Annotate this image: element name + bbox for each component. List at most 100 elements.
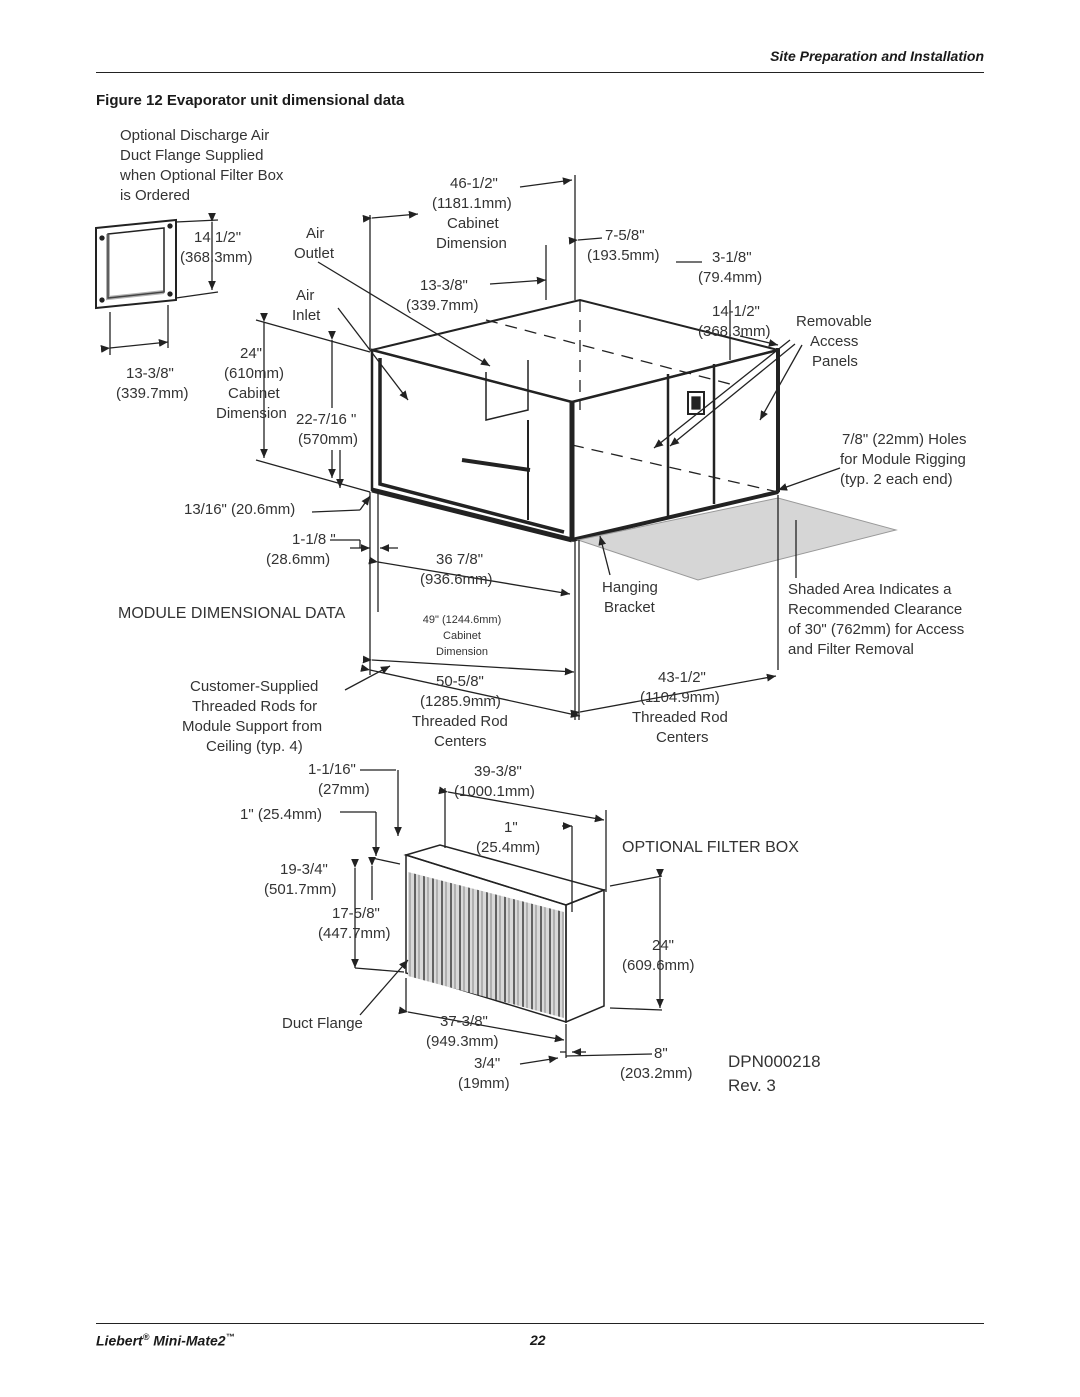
figure-caption: Figure 12 Evaporator unit dimensional da… (96, 92, 405, 109)
shaded-note-line-4: and Filter Removal (788, 641, 914, 658)
flange-note-line-1: Optional Discharge Air (120, 127, 270, 144)
dim-43-1-2-metric: (1104.9mm) (640, 689, 720, 706)
rods-note-line-1: Customer-Supplied (190, 678, 319, 695)
dim-50-5-8-label-2: Centers (434, 733, 487, 750)
filter-dim-3-4-imperial: 3/4" (474, 1055, 501, 1072)
brand-name: Liebert (96, 1332, 143, 1349)
filter-dim-19-3-4-imperial: 19-3/4" (280, 861, 328, 878)
dim-22-7-16-imperial: 22-7/16 " (296, 411, 357, 428)
dim-49-imperial-metric: 49" (1244.6mm) (422, 614, 502, 626)
dim-43-1-2-label-2: Centers (656, 729, 709, 746)
dim-1-1-8-imperial: 1-1/8 " (292, 531, 336, 548)
drawing-revision: Rev. 3 (728, 1076, 776, 1095)
cabinet-width-label-1: Cabinet (447, 215, 499, 232)
air-inlet-line-1: Air (296, 287, 315, 304)
registered-mark: ® (142, 1332, 150, 1342)
dim-7-5-8-metric: (193.5mm) (587, 247, 660, 264)
flange-width-imperial: 14 1/2" (194, 229, 242, 246)
filter-dim-24-imperial: 24" (652, 937, 675, 954)
flange-note-line-4: is Ordered (120, 187, 191, 204)
dim-50-5-8-imperial: 50-5/8" (436, 673, 484, 690)
filter-dim-37-3-8-imperial: 37-3/8" (440, 1013, 488, 1030)
header-rule (96, 72, 984, 73)
hanging-bracket-line-1: Hanging (602, 579, 658, 596)
shaded-note-line-3: of 30" (762mm) for Access (788, 621, 965, 638)
dim-43-1-2-imperial: 43-1/2" (658, 669, 706, 686)
filter-box-sketch (340, 770, 664, 1064)
dim-3-1-8-metric: (79.4mm) (698, 269, 763, 286)
filter-dim-1in-b-imperial: 1" (504, 819, 518, 836)
footer-brand: Liebert® Mini-Mate2™ (96, 1332, 235, 1349)
cabinet-height-label-2: Dimension (216, 405, 287, 422)
flange-height-metric: (339.7mm) (116, 385, 189, 402)
cabinet-width-metric: (1181.1mm) (432, 195, 512, 212)
flange-note-line-3: when Optional Filter Box (120, 167, 284, 184)
cabinet-width-imperial: 46-1/2" (450, 175, 498, 192)
cabinet-width-label-2: Dimension (436, 235, 507, 252)
rods-note-line-2: Threaded Rods for (192, 698, 318, 715)
filter-dim-1-1-16-imperial: 1-1/16" (308, 761, 356, 778)
filter-dim-1in-b-metric: (25.4mm) (476, 839, 541, 856)
air-outlet-line-2: Outlet (294, 245, 335, 262)
dim-3-1-8-imperial: 3-1/8" (712, 249, 752, 266)
dim-36-7-8-imperial: 36 7/8" (436, 551, 484, 568)
trademark-mark: ™ (225, 1332, 235, 1342)
dim-1-1-8-metric: (28.6mm) (266, 551, 331, 568)
removable-panels-line-1: Removable (796, 313, 872, 330)
optional-filter-box-title: OPTIONAL FILTER BOX (622, 839, 799, 856)
cabinet-height-label-1: Cabinet (228, 385, 280, 402)
dim-14-1-2-metric: (368.3mm) (698, 323, 771, 340)
filter-dim-17-5-8-imperial: 17-5/8" (332, 905, 380, 922)
air-outlet-line-1: Air (306, 225, 325, 242)
dim-49-label-2: Dimension (436, 646, 488, 658)
filter-dim-8-imperial: 8" (654, 1045, 668, 1062)
shaded-note-line-2: Recommended Clearance (788, 601, 963, 618)
section-header: Site Preparation and Installation (770, 48, 984, 64)
holes-note-line-3: (typ. 2 each end) (840, 471, 953, 488)
hanging-bracket-line-2: Bracket (604, 599, 655, 616)
filter-dim-37-3-8-metric: (949.3mm) (426, 1033, 499, 1050)
dim-50-5-8-metric: (1285.9mm) (420, 693, 501, 710)
dim-43-1-2-label-1: Threaded Rod (632, 709, 728, 726)
flange-height-imperial: 13-3/8" (126, 365, 174, 382)
filter-dim-1in: 1" (25.4mm) (240, 806, 323, 823)
dim-36-7-8-metric: (936.6mm) (420, 571, 493, 588)
filter-dim-3-4-metric: (19mm) (458, 1075, 510, 1092)
dim-50-5-8-label-1: Threaded Rod (412, 713, 508, 730)
removable-panels-line-2: Access (810, 333, 859, 350)
filter-dim-19-3-4-metric: (501.7mm) (264, 881, 337, 898)
module-dimensional-data-title: MODULE DIMENSIONAL DATA (118, 605, 346, 622)
footer-rule (96, 1323, 984, 1324)
filter-dim-1-1-16-metric: (27mm) (318, 781, 370, 798)
flange-width-metric: (368.3mm) (180, 249, 253, 266)
duct-flange-label: Duct Flange (282, 1015, 363, 1032)
model-name: Mini-Mate2 (153, 1332, 226, 1349)
filter-dim-17-5-8-metric: (447.7mm) (318, 925, 391, 942)
shaded-note-line-1: Shaded Area Indicates a (788, 581, 952, 598)
rods-note-line-3: Module Support from (182, 718, 323, 735)
filter-dim-39-3-8-metric: (1000.1mm) (454, 783, 535, 800)
filter-dim-24-metric: (609.6mm) (622, 957, 695, 974)
evaporator-cabinet-sketch (256, 175, 896, 720)
dim-7-5-8-imperial: 7-5/8" (605, 227, 645, 244)
dim-49-label-1: Cabinet (443, 630, 481, 642)
discharge-flange-sketch (96, 212, 218, 355)
removable-panels-line-3: Panels (812, 353, 858, 370)
filter-dim-8-metric: (203.2mm) (620, 1065, 693, 1082)
page-number: 22 (530, 1332, 546, 1348)
flange-note-line-2: Duct Flange Supplied (120, 147, 264, 164)
holes-note-line-2: for Module Rigging (840, 451, 966, 468)
holes-note-line-1: 7/8" (22mm) Holes (842, 431, 967, 448)
drawing-number: DPN000218 (728, 1052, 821, 1071)
outlet-height-metric: (339.7mm) (406, 297, 479, 314)
dim-13-16: 13/16" (20.6mm) (184, 501, 296, 518)
dim-14-1-2-imperial: 14-1/2" (712, 303, 760, 320)
dim-22-7-16-metric: (570mm) (298, 431, 359, 448)
air-inlet-line-2: Inlet (292, 307, 321, 324)
cabinet-height-metric: (610mm) (224, 365, 285, 382)
outlet-height-imperial: 13-3/8" (420, 277, 468, 294)
cabinet-height-imperial: 24" (240, 345, 263, 362)
filter-dim-39-3-8-imperial: 39-3/8" (474, 763, 522, 780)
rods-note-line-4: Ceiling (typ. 4) (206, 738, 303, 755)
